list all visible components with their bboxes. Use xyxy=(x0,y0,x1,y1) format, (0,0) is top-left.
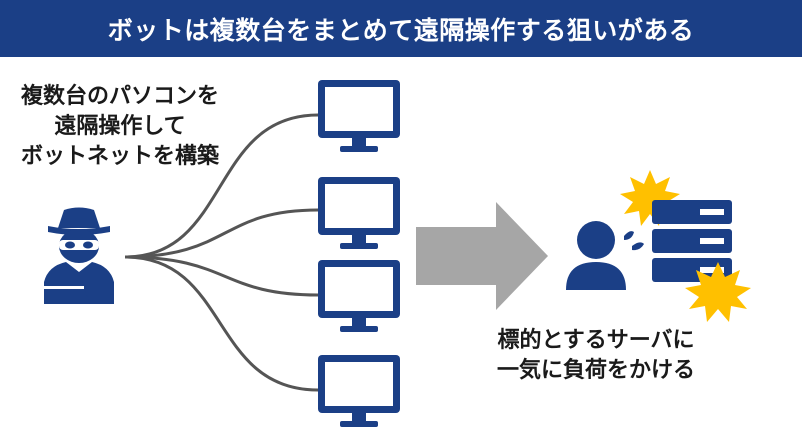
left-caption-line-2: 遠隔操作して xyxy=(54,114,186,139)
right-caption-line-1: 標的とするサーバに xyxy=(497,328,695,353)
burst-icon-top xyxy=(620,170,680,226)
sweat-drop-icon xyxy=(624,231,644,251)
title-bar: ボットは複数台をまとめて遠隔操作する狙いがある xyxy=(0,0,802,57)
page-title: ボットは複数台をまとめて遠隔操作する狙いがある xyxy=(107,15,695,45)
hacker-icon xyxy=(44,207,114,304)
right-arrow-icon xyxy=(416,202,548,310)
connection-line-2 xyxy=(124,208,319,259)
monitor-icon-3 xyxy=(318,260,400,332)
right-caption: 標的とするサーバに 一気に負荷をかける xyxy=(476,326,716,386)
connection-line-3 xyxy=(124,255,319,297)
connection-lines xyxy=(124,113,319,392)
left-caption-line-3: ボットネットを構築 xyxy=(20,144,219,169)
left-caption-line-1: 複数台のパソコンを xyxy=(20,84,219,109)
connection-line-4 xyxy=(124,255,319,392)
monitor-icon-4 xyxy=(318,355,400,427)
connection-line-1 xyxy=(124,113,319,259)
right-caption-line-2: 一気に負荷をかける xyxy=(496,358,695,383)
person-icon xyxy=(566,221,626,290)
burst-icon-bottom xyxy=(685,262,751,322)
monitor-icon-1 xyxy=(318,80,400,152)
monitor-icon-2 xyxy=(318,177,400,249)
left-caption: 複数台のパソコンを 遠隔操作して ボットネットを構築 xyxy=(2,82,238,172)
